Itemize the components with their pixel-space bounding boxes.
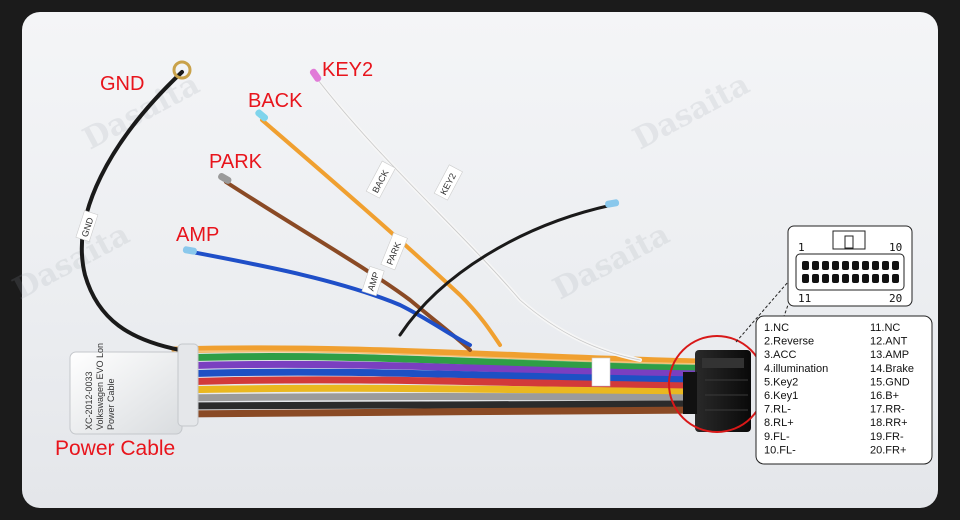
pin-slot <box>832 274 839 283</box>
wire-tag-flags: GND BACK KEY2 PARK AMP <box>75 160 611 387</box>
plug-sticker-line-3: Power Cable <box>106 378 116 430</box>
pinout-right-item-9: 19.FR- <box>870 431 904 443</box>
pin-label-1: 1 <box>798 241 805 254</box>
pin-label-20: 20 <box>889 292 902 305</box>
pin-slot <box>852 261 859 270</box>
white-plug: XC-2012-0033 Volkswagen EVO Lon Power Ca… <box>69 343 199 435</box>
black-lead-wire <box>398 203 614 337</box>
pinout-right-item-2: 12.ANT <box>870 336 908 348</box>
plug-sticker-line-2: Volkswagen EVO Lon <box>95 343 105 430</box>
pinout-right-item-4: 14.Brake <box>870 363 914 375</box>
back-wire <box>260 118 502 347</box>
lead-wires <box>79 70 642 362</box>
pin-slot <box>802 274 809 283</box>
pin-label-10: 10 <box>889 241 902 254</box>
pinout-right-item-7: 17.RR- <box>870 404 905 416</box>
pinout-left-item-3: 3.ACC <box>764 349 796 361</box>
pin-slot <box>872 261 879 270</box>
pin-slot <box>892 261 899 270</box>
pin-grid <box>802 261 899 283</box>
pinout-left-item-8: 8.RL+ <box>764 417 794 429</box>
pin-slot <box>842 261 849 270</box>
wire-labels: GND KEY2 BACK PARK AMP Power Cable <box>55 59 373 460</box>
watermark: Dasaita <box>627 67 755 157</box>
gnd-wire <box>79 70 184 352</box>
black-connector <box>668 335 766 433</box>
pinout-left-item-6: 6.Key1 <box>764 390 798 402</box>
pin-slot <box>812 261 819 270</box>
cable-tie <box>591 357 611 387</box>
pin-slot <box>822 274 829 283</box>
amp-label: AMP <box>176 224 219 246</box>
pin-slot <box>872 274 879 283</box>
pinout-left-item-1: 1.NC <box>764 322 789 334</box>
pinout-right-item-3: 13.AMP <box>870 349 909 361</box>
pin-slot <box>822 261 829 270</box>
back-label: BACK <box>248 90 303 112</box>
pin-slot <box>892 274 899 283</box>
pinout-right-item-8: 18.RR+ <box>870 417 908 429</box>
pin-slot <box>802 261 809 270</box>
pinout-left-item-2: 2.Reverse <box>764 336 814 348</box>
pinout-left-item-9: 9.FL- <box>764 431 790 443</box>
pinout-right-item-10: 20.FR+ <box>870 444 906 456</box>
pinout-left-item-7: 7.RL- <box>764 404 791 416</box>
pin-slot <box>852 274 859 283</box>
pin-slot <box>832 261 839 270</box>
pin-slot <box>882 261 889 270</box>
wire-bundle <box>171 345 704 418</box>
pinout-right-item-1: 11.NC <box>870 322 900 334</box>
ring-terminal <box>172 60 192 80</box>
pin-slot <box>842 274 849 283</box>
gnd-label: GND <box>100 73 144 95</box>
pinout-left-item-5: 5.Key2 <box>764 376 798 388</box>
pin-slot <box>882 274 889 283</box>
power-cable-label: Power Cable <box>55 437 175 460</box>
pin-label-11: 11 <box>798 292 811 305</box>
pinout-right-item-6: 16.B+ <box>870 390 899 402</box>
key2-label: KEY2 <box>322 59 373 81</box>
pin-slot <box>812 274 819 283</box>
connector-face-diagram: 1 10 11 20 <box>787 225 913 307</box>
pin-slot <box>862 274 869 283</box>
pinout-right-item-5: 15.GND <box>870 376 910 388</box>
wire-terminals <box>172 60 620 255</box>
pinout-left-item-10: 10.FL- <box>764 444 796 456</box>
park-label: PARK <box>209 151 263 173</box>
pinout-left-item-4: 4.illumination <box>764 363 828 375</box>
watermark: Dasaita <box>547 217 675 307</box>
pin-slot <box>862 261 869 270</box>
plug-sticker-line-1: XC-2012-0033 <box>84 371 94 430</box>
watermark: Dasaita <box>7 217 135 307</box>
